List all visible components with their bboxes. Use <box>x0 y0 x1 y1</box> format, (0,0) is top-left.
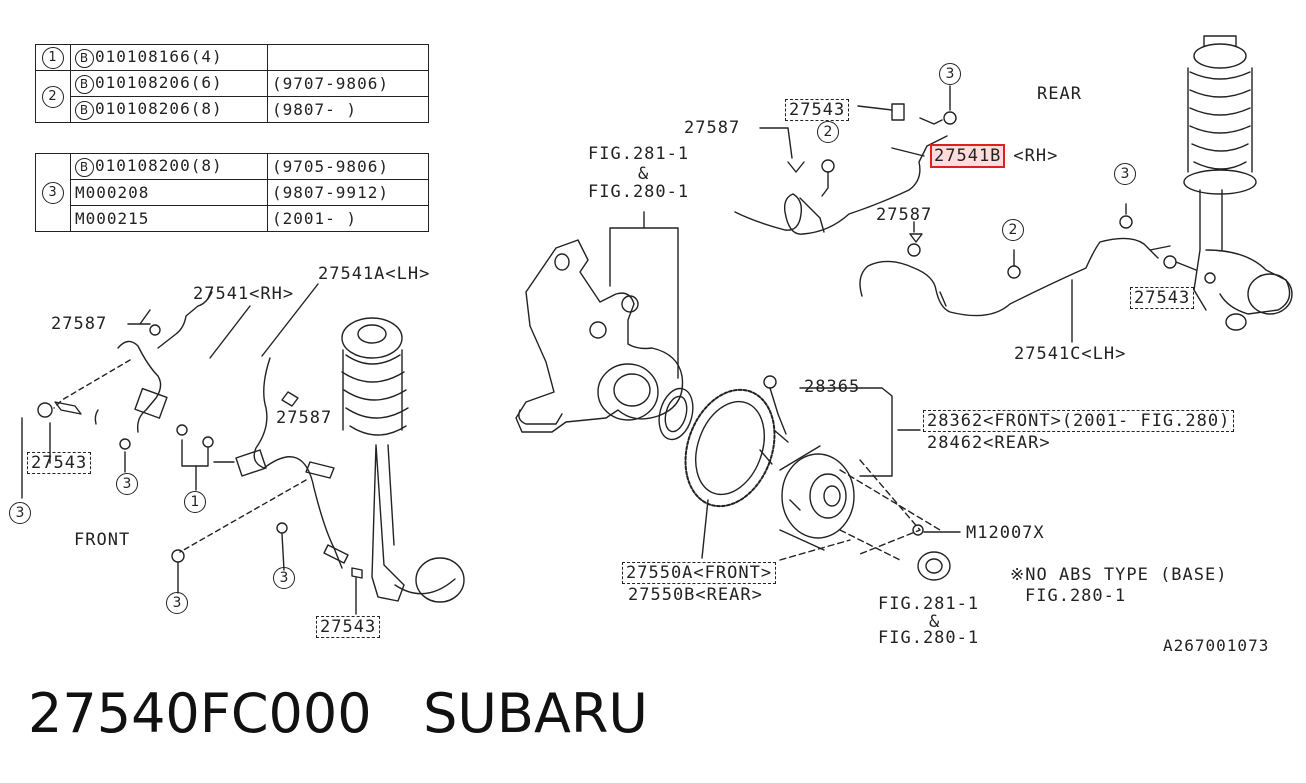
rear-sensor-harness-lh <box>859 215 1197 343</box>
part-m12007x[interactable]: M12007X <box>966 523 1045 543</box>
callout-3-icon: 3 <box>116 473 138 495</box>
fig-281-1-ref-bottom[interactable]: FIG.281-1 <box>878 594 980 614</box>
amp-top: & <box>638 164 650 184</box>
part-27543-right[interactable]: 27543 <box>1130 287 1195 309</box>
fig-281-1-ref-top[interactable]: FIG.281-1 <box>588 144 690 164</box>
bolt-type-icon: B <box>75 101 94 120</box>
part-27543-left[interactable]: 27543 <box>27 452 92 474</box>
amp-bottom: & <box>929 612 941 632</box>
bolt-type-icon: B <box>75 75 94 94</box>
callout-3-icon: 3 <box>939 63 961 85</box>
brand-name: SUBARU <box>423 682 648 745</box>
part-code: 010108200(8) <box>95 156 223 175</box>
rear-knuckle-drawing <box>515 211 694 441</box>
page-title: 27540FC000 SUBARU <box>28 682 648 745</box>
part-27543-bottom[interactable]: 27543 <box>316 616 381 638</box>
part-27550a[interactable]: 27550A<FRONT> <box>622 562 777 584</box>
front-label: FRONT <box>74 530 131 550</box>
part-27541-rh[interactable]: 27541<RH> <box>193 284 295 304</box>
part-number: 27540FC000 <box>28 682 372 745</box>
part-27541c[interactable]: 27541C<LH> <box>1014 344 1127 364</box>
part-27541a[interactable]: 27541A<LH> <box>318 264 431 284</box>
part-code: 010108206(6) <box>95 73 223 92</box>
callout-2-icon: 2 <box>817 121 839 143</box>
callout-number: 2 <box>42 86 64 108</box>
part-27541b-highlighted[interactable]: 27541B <box>930 144 1006 168</box>
date-range: (9807-9912) <box>267 179 429 206</box>
part-27587-mid[interactable]: 27587 <box>876 205 933 225</box>
tone-ring-hub-drawing <box>684 375 961 581</box>
front-sensor-harness-rh <box>21 291 214 499</box>
part-27543-top[interactable]: 27543 <box>785 99 850 121</box>
front-sensor-harness-lh <box>171 283 363 615</box>
callout-2-icon: 2 <box>1002 219 1024 241</box>
callout-1-icon: 1 <box>184 491 206 513</box>
part-27587-left-2[interactable]: 27587 <box>276 408 333 428</box>
callout-3-icon: 3 <box>9 502 31 524</box>
part-27550b[interactable]: 27550B<REAR> <box>628 585 763 605</box>
table-row: M000215 (2001- ) <box>36 205 429 232</box>
no-abs-fig-ref[interactable]: FIG.280-1 <box>1025 586 1127 606</box>
callout-3-icon: 3 <box>273 567 295 589</box>
part-27587-left[interactable]: 27587 <box>51 314 108 334</box>
date-range <box>267 44 429 71</box>
bolt-type-icon: B <box>75 158 94 177</box>
diagram-id: A267001073 <box>1163 636 1270 655</box>
part-code: 010108166(4) <box>95 47 223 66</box>
callout-number: 1 <box>42 47 64 69</box>
date-range: (9807- ) <box>267 96 429 123</box>
part-28462[interactable]: 28462<REAR> <box>927 433 1051 453</box>
part-28362[interactable]: 28362<FRONT>(2001- FIG.280) <box>923 410 1235 432</box>
bolt-type-icon: B <box>75 49 94 68</box>
table-row: M000208 (9807-9912) <box>36 179 429 206</box>
part-27587-top[interactable]: 27587 <box>684 118 741 138</box>
no-abs-note: ※NO ABS TYPE (BASE) <box>1010 565 1228 585</box>
fig-280-1-ref-bottom[interactable]: FIG.280-1 <box>878 628 980 648</box>
rear-sensor-harness-rh <box>734 85 957 235</box>
fig-280-1-ref-top[interactable]: FIG.280-1 <box>588 182 690 202</box>
part-27541b-side: <RH> <box>1013 146 1059 166</box>
rear-label: REAR <box>1037 84 1082 104</box>
callout-3-icon: 3 <box>1114 163 1136 185</box>
date-range: (2001- ) <box>267 205 429 232</box>
part-code: M000208 <box>70 179 268 206</box>
date-range: (9705-9806) <box>267 153 429 180</box>
rear-strut-drawing <box>1183 35 1293 331</box>
part-27541b-row: 27541B <RH> <box>930 144 1059 168</box>
front-strut-drawing <box>341 317 465 603</box>
part-code: 010108206(8) <box>95 99 223 118</box>
part-28365[interactable]: 28365 <box>804 377 861 397</box>
leader-lines <box>127 105 1127 325</box>
callout-3-icon: 3 <box>166 592 188 614</box>
callout-number: 3 <box>42 182 64 204</box>
